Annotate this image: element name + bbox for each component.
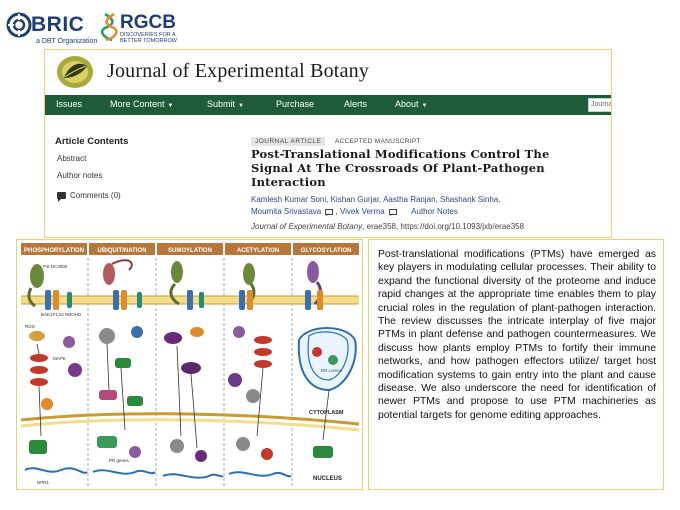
pathogen-structures: Pst DC3000 xyxy=(27,259,323,308)
authors-line1[interactable]: Kamlesh Kumar Soni, Kishan Gurjar, Aasth… xyxy=(251,195,501,204)
header-acetylation: ACETYLATION xyxy=(237,248,279,254)
author-moumita[interactable]: Moumita Srivastava xyxy=(251,207,322,216)
ptm-pathway-diagram: PHOSPHORYLATION UBIQUITINATION SUMOYLATI… xyxy=(20,243,360,486)
chevron-down-icon: ▼ xyxy=(167,103,174,109)
label-npr1: NPR1 xyxy=(37,480,50,485)
nav-submit-label: Submit xyxy=(207,99,236,109)
chevron-down-icon: ▼ xyxy=(421,103,428,109)
rgcb-logo: RGCB DISCOVERIES FOR A BETTER TOMORROW xyxy=(100,12,210,48)
article-title-line1: Post-Translational Modifications Control… xyxy=(251,147,550,161)
nav-about[interactable]: About▼ xyxy=(395,99,427,109)
label-ros: ROS xyxy=(25,324,35,329)
header-ubiquitination: UBIQUITINATION xyxy=(98,248,147,254)
accepted-manuscript-label: ACCEPTED MANUSCRIPT xyxy=(334,138,421,145)
journal-nav-bar: Issues More Content▼ Submit▼ Purchase Al… xyxy=(45,95,611,115)
jeb-leaf-logo-icon xyxy=(57,56,93,88)
mail-icon[interactable] xyxy=(388,208,397,215)
article-citation: Journal of Experimental Botany, erae358,… xyxy=(251,222,611,231)
author-list: Kamlesh Kumar Soni, Kishan Gurjar, Aasth… xyxy=(251,194,611,218)
header-sumoylation: SUMOYLATION xyxy=(168,248,212,254)
nav-submit[interactable]: Submit▼ xyxy=(207,99,244,109)
article-sidebar: Article Contents Abstract Author notes C… xyxy=(55,136,235,203)
comments-link[interactable]: Comments (0) xyxy=(57,191,121,203)
authors-line2: Moumita Srivastava , Vivek Verma Author … xyxy=(251,207,458,216)
author-notes-link[interactable]: Author Notes xyxy=(411,207,458,216)
citation-journal: Journal of Experimental Botany xyxy=(251,222,363,231)
bric-name: BRIC xyxy=(31,13,85,36)
label-pr-genes: PR genes xyxy=(109,458,130,463)
chevron-down-icon: ▼ xyxy=(238,103,244,109)
summary-text: Post-translational modifications (PTMs) … xyxy=(378,249,656,421)
rgcb-tagline-line2: BETTER TOMORROW xyxy=(120,38,177,44)
citation-doi[interactable]: , erae358, https://doi.org/10.1093/jxb/e… xyxy=(362,222,525,231)
header-glycosylation: GLYCOSYLATION xyxy=(301,248,352,254)
article-title: Post-Translational Modifications Control… xyxy=(251,147,611,189)
nav-more-content-label: More Content xyxy=(110,99,165,109)
author-vivek[interactable]: Vivek Verma xyxy=(339,207,385,216)
bric-emblem-icon xyxy=(6,12,32,38)
label-fls2: FLS2 xyxy=(53,312,64,317)
nuclear-envelope xyxy=(20,412,360,432)
journal-header: Journal of Experimental Botany xyxy=(45,50,611,94)
membrane-receptors: BAK1 FLS2 RBOHD xyxy=(41,290,323,317)
mail-icon[interactable] xyxy=(325,208,334,215)
label-nucleus: NUCLEUS xyxy=(313,476,342,482)
figure-column-headers: PHOSPHORYLATION UBIQUITINATION SUMOYLATI… xyxy=(21,243,359,255)
comment-icon xyxy=(57,192,66,203)
comments-label: Comments (0) xyxy=(70,191,121,200)
label-rbohd: RBOHD xyxy=(65,312,82,317)
article-contents-heading: Article Contents xyxy=(55,136,129,147)
bric-tagline: a DBT Organization xyxy=(36,38,98,45)
article-title-line2: Signal At The Crossroads Of Plant-Pathog… xyxy=(251,161,545,175)
er-lumen: ER Lumen xyxy=(297,327,357,392)
signalling-arrows xyxy=(36,343,330,449)
article-title-line3: Interaction xyxy=(251,175,326,189)
rgcb-name: RGCB xyxy=(120,12,176,33)
journal-article-screenshot: Journal of Experimental Botany Issues Mo… xyxy=(44,49,612,238)
nav-alerts[interactable]: Alerts xyxy=(344,99,368,109)
bric-logo: BRIC a DBT Organization xyxy=(6,10,98,46)
nav-issues[interactable]: Issues xyxy=(56,99,83,109)
sidebar-link-author-notes[interactable]: Author notes xyxy=(57,171,103,180)
journal-title[interactable]: Journal of Experimental Botany xyxy=(107,60,370,82)
sidebar-link-abstract[interactable]: Abstract xyxy=(57,154,87,163)
summary-box: Post-translational modifications (PTMs) … xyxy=(368,239,664,490)
label-mapk: MAPK xyxy=(53,356,66,361)
rgcb-tagline-line1: DISCOVERIES FOR A xyxy=(120,32,176,38)
nav-more-content[interactable]: More Content▼ xyxy=(110,99,173,109)
journal-article-badge: JOURNAL ARTICLE xyxy=(251,137,326,146)
rgcb-tagline: DISCOVERIES FOR A BETTER TOMORROW xyxy=(120,32,177,44)
ptm-figure: PHOSPHORYLATION UBIQUITINATION SUMOYLATI… xyxy=(16,239,363,490)
rgcb-dna-icon xyxy=(100,12,118,42)
label-pst-dc3000: Pst DC3000 xyxy=(43,264,68,269)
nav-purchase[interactable]: Purchase xyxy=(276,99,315,109)
journal-search-input[interactable]: Journa xyxy=(588,98,611,112)
nav-about-label: About xyxy=(395,99,419,109)
header-phosphorylation: PHOSPHORYLATION xyxy=(24,248,84,254)
label-er-lumen: ER Lumen xyxy=(321,368,343,373)
article-type-row: JOURNAL ARTICLE ACCEPTED MANUSCRIPT xyxy=(251,130,421,148)
signalling-components: ROS MAPK xyxy=(25,324,272,410)
label-bak1: BAK1 xyxy=(41,312,53,317)
nucleus-components: NPR1 PR genes NUCLEUS xyxy=(24,436,342,485)
